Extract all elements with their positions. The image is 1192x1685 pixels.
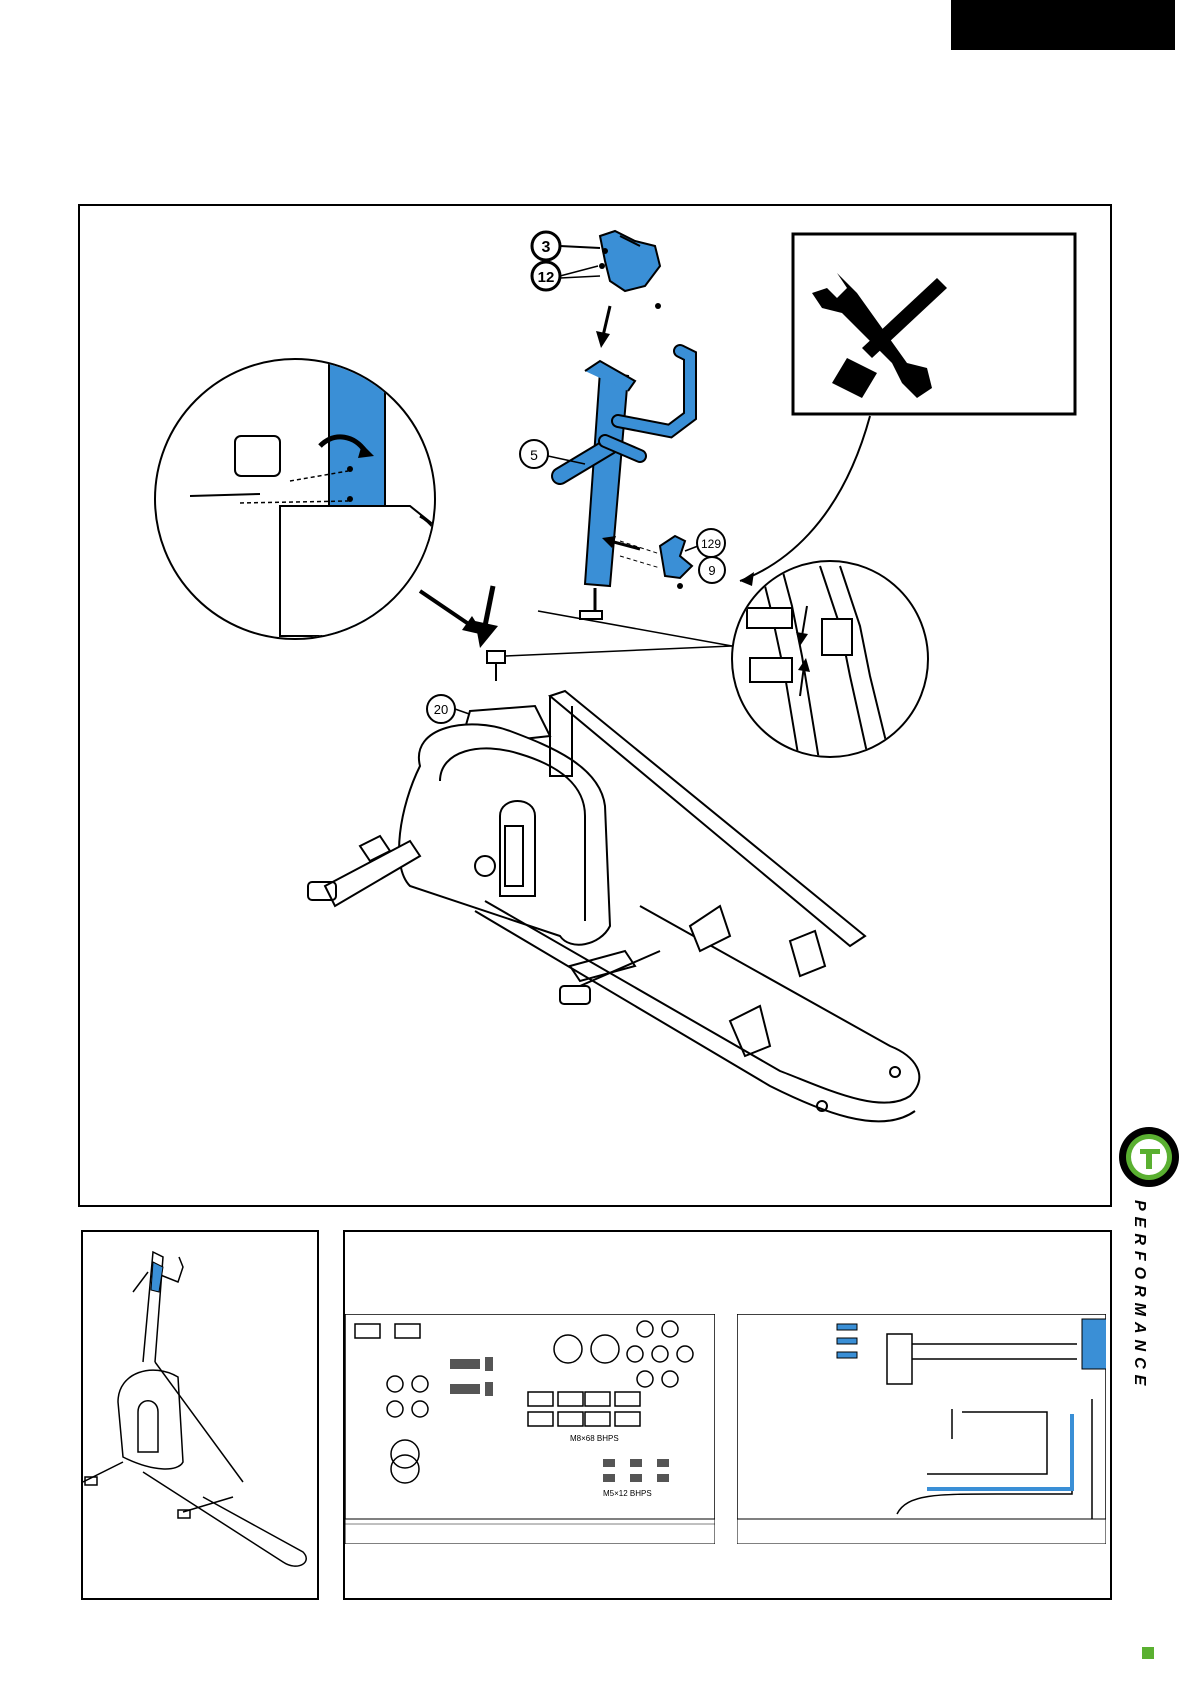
hardware-panel: M8×68 BHPS M5×12 BHPS [343, 1230, 1112, 1600]
detail-zoom-connectors [732, 561, 928, 766]
hw-label-2: M5×12 BHPS [603, 1489, 652, 1498]
page-tab [951, 0, 1175, 50]
assembled-preview-image [83, 1232, 317, 1598]
ruler-left [345, 1519, 715, 1544]
callout-12: 12 [538, 269, 555, 286]
hardware-card-bolts: M8×68 BHPS M5×12 BHPS [345, 1314, 715, 1544]
callout-129: 129 [701, 537, 721, 551]
bottle-holder-part [660, 536, 692, 589]
brand-name: PERFORMANCE [1130, 1200, 1148, 1391]
tools-box [793, 234, 1075, 414]
assembly-diagram: 3 12 5 129 [80, 206, 1110, 1205]
callout-3: 3 [542, 239, 551, 256]
ruler-right [737, 1519, 1106, 1544]
upright-column-part [560, 351, 690, 619]
brand-wordmark: PERFORMANCE [1130, 1200, 1170, 1660]
hardware-card-tools [737, 1314, 1106, 1544]
hw-label-1: M8×68 BHPS [570, 1434, 619, 1443]
detail-zoom-left [155, 356, 470, 656]
callout-9: 9 [708, 563, 715, 578]
callout-5: 5 [530, 447, 538, 463]
assembly-step-panel: 3 12 5 129 [78, 204, 1112, 1207]
assembled-preview-panel [81, 1230, 319, 1600]
console-bracket-part [599, 231, 661, 309]
callout-20: 20 [434, 702, 448, 717]
